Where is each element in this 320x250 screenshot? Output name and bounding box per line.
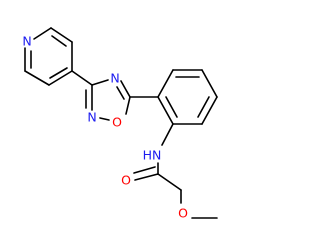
bond-phenyl-c3-c4 bbox=[201, 69, 218, 98]
bond-pyridine-n-c6 bbox=[33, 27, 52, 40]
bond-oxadiazole-n4-c5 bbox=[120, 80, 131, 98]
bond-phenyl-nh bbox=[161, 123, 174, 146]
bond-oxadiazole-n4-c5-double bbox=[116, 86, 125, 100]
bond-phenyl-c1-c2 bbox=[157, 69, 174, 98]
bond-pyridine-double-2 bbox=[49, 67, 68, 79]
bond-pyridine-c5-c6 bbox=[50, 27, 73, 43]
bond-carbonyl-c-ch2 bbox=[157, 173, 182, 191]
bond-phenyl-double-3 bbox=[165, 96, 178, 118]
ether-oxygen-label: O bbox=[178, 206, 188, 221]
oxadiazole-nitrogen-left-label: N bbox=[87, 110, 96, 125]
bond-carbonyl-c-o bbox=[134, 173, 159, 181]
bond-pyridine-c3-c4 bbox=[48, 70, 73, 86]
bond-carbonyl-c-o-double bbox=[133, 166, 156, 174]
bond-pyridine-double-3 bbox=[51, 35, 67, 47]
bond-oxadiazole-c3-n4 bbox=[91, 79, 109, 86]
bond-oxadiazole-o1-n2 bbox=[99, 117, 110, 121]
bond-phenyl-c6-c1 bbox=[157, 96, 174, 125]
atom-labels: N N N O HN O O bbox=[22, 34, 188, 221]
carbonyl-oxygen-label: O bbox=[121, 173, 131, 188]
bond-phenyl-double-2 bbox=[197, 96, 210, 118]
bond-pyridine-oxadiazole bbox=[71, 70, 93, 86]
oxadiazole-nitrogen-top-label: N bbox=[110, 71, 119, 86]
bond-pyridine-c2-c3 bbox=[24, 70, 50, 86]
bond-oxadiazole-c5-o1 bbox=[125, 96, 131, 115]
oxadiazole-oxygen-label: O bbox=[112, 115, 122, 130]
chemical-structure: N N N O HN O O bbox=[22, 27, 218, 221]
amide-nh-label: HN bbox=[143, 148, 162, 163]
pyridine-nitrogen-label: N bbox=[22, 34, 31, 49]
bond-lines bbox=[24, 27, 218, 219]
bond-phenyl-c4-c5 bbox=[201, 96, 218, 125]
